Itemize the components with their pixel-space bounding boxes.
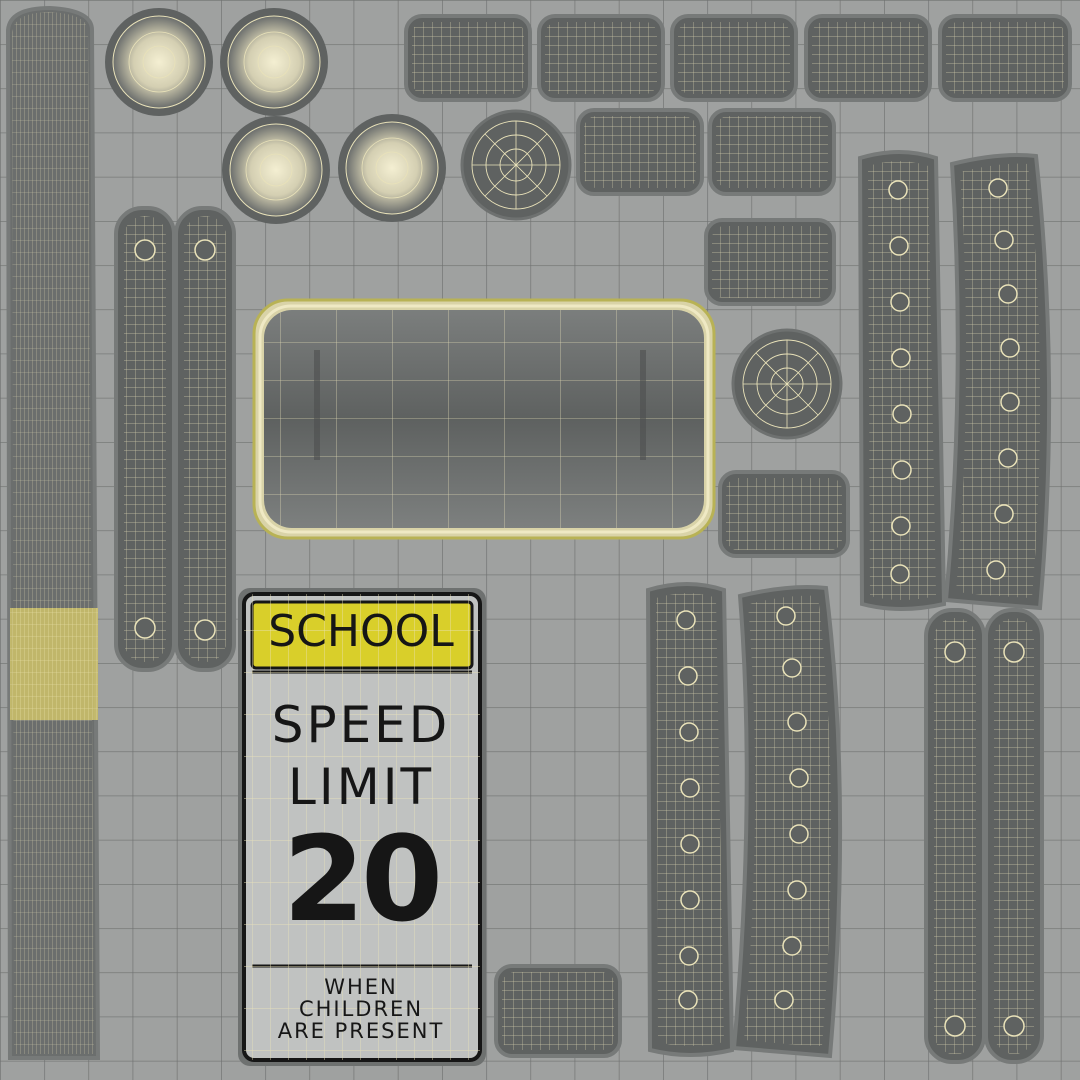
handle-3	[924, 608, 986, 1064]
handle-2	[174, 206, 236, 672]
sign-footer-line-1: WHEN	[324, 975, 398, 999]
pole-strip	[5, 5, 101, 1060]
sign-speed-number: 20	[282, 810, 443, 948]
disc-islands	[105, 8, 843, 440]
sign-header-text: SCHOOL	[268, 606, 454, 657]
sign-footer-line-3: ARE PRESENT	[277, 1019, 445, 1043]
disc-6	[731, 328, 843, 440]
speed-limit-sign-text: SCHOOL SPEED LIMIT 20 WHEN CHILDREN ARE …	[241, 590, 481, 1060]
box-mid-2	[708, 108, 836, 196]
box-mid-4	[718, 470, 850, 558]
box-top-1	[404, 14, 532, 102]
box-top-4	[804, 14, 932, 102]
panel-island	[252, 298, 716, 540]
bracket-1	[857, 150, 947, 611]
bracket-4	[731, 585, 843, 1059]
speed-limit-sign-island	[238, 588, 486, 1066]
box-top-3	[670, 14, 798, 102]
box-top-5	[938, 14, 1072, 102]
box-bottom	[494, 964, 622, 1058]
box-islands	[404, 14, 1072, 1058]
handle-4	[984, 608, 1044, 1064]
handle-1	[114, 206, 176, 672]
handle-islands	[114, 206, 1044, 1064]
disc-5	[460, 109, 572, 221]
disc-1	[105, 8, 213, 116]
bracket-3	[645, 582, 735, 1057]
disc-3	[222, 116, 330, 224]
bracket-2	[943, 153, 1052, 611]
bracket-islands	[645, 150, 1052, 1059]
sign-footer-line-2: CHILDREN	[298, 997, 424, 1021]
sign-limit-text: LIMIT	[287, 758, 435, 816]
disc-2	[220, 8, 328, 116]
sign-speed-text: SPEED	[271, 696, 451, 754]
box-mid-1	[576, 108, 704, 196]
box-mid-3	[704, 218, 836, 306]
box-top-2	[537, 14, 665, 102]
disc-4	[338, 114, 446, 222]
